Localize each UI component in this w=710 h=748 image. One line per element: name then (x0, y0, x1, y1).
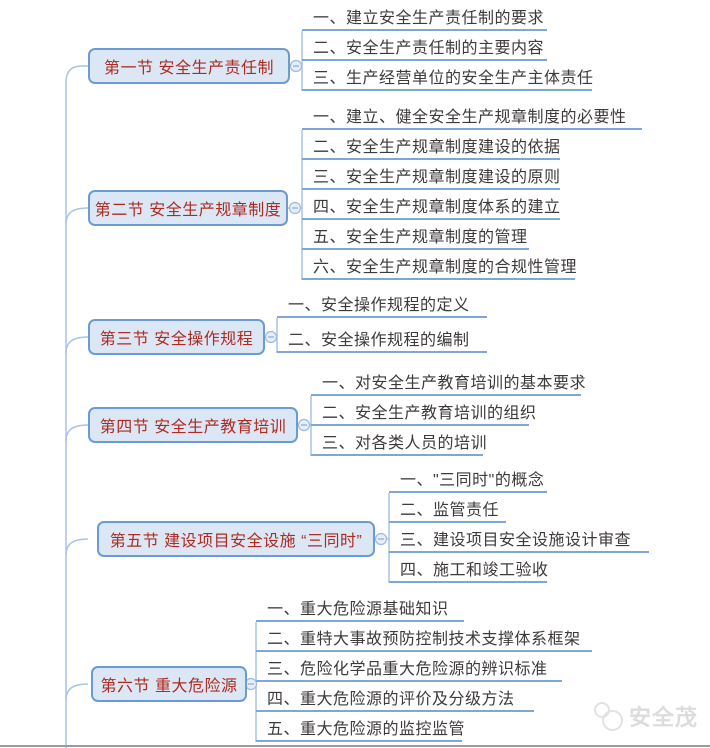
collapse-handle-icon[interactable] (374, 532, 388, 546)
bottom-divider (0, 745, 710, 747)
watermark-brand-text: 安全茂 (629, 705, 699, 730)
section-node-6[interactable]: 第六节 重大危险源 (91, 666, 247, 702)
group-spine-s3 (265, 318, 278, 353)
child-topic[interactable]: 三、对各类人员的培训 (311, 432, 487, 456)
child-topic[interactable]: 三、安全生产规章制度建设的原则 (302, 166, 560, 190)
child-topic[interactable]: 二、重特大事故预防控制技术支撑体系框架 (256, 628, 592, 652)
group-spine-s6 (247, 622, 257, 742)
child-topic[interactable]: 二、安全生产教育培训的组织 (311, 402, 536, 426)
branch-line (65, 538, 89, 556)
collapse-handle-icon[interactable] (289, 59, 303, 73)
child-topic[interactable]: 五、安全生产规章制度的管理 (302, 226, 529, 250)
child-topic[interactable]: 三、生产经营单位的安全生产主体责任 (302, 67, 593, 91)
collapse-handle-icon[interactable] (264, 330, 278, 344)
child-topic[interactable]: 二、监管责任 (389, 499, 506, 523)
child-topic[interactable]: 二、安全操作规程的编制 (277, 329, 487, 353)
group-spine-s1 (290, 31, 303, 91)
watermark-brand: 安全茂 (594, 700, 698, 732)
branch-line (65, 336, 89, 354)
child-topic[interactable]: 五、重大危险源的监控监管 (256, 718, 465, 742)
collapse-handle-icon[interactable] (297, 418, 311, 432)
mascot-logo-icon (594, 700, 624, 732)
section-node-2[interactable]: 第二节 安全生产规章制度 (88, 190, 288, 226)
main-spine-line (65, 65, 88, 748)
child-topic[interactable]: 三、建设项目安全设施设计审查 (389, 529, 649, 553)
section-node-1[interactable]: 第一节 安全生产责任制 (88, 48, 290, 84)
child-topic[interactable]: 一、对安全生产教育培训的基本要求 (311, 372, 586, 396)
child-topic[interactable]: 一、重大危险源基础知识 (256, 598, 464, 622)
child-topic[interactable]: 三、危险化学品重大危险源的辨识标准 (256, 658, 562, 682)
child-topic[interactable]: 六、安全生产规章制度的合规性管理 (302, 256, 577, 280)
child-topic[interactable]: 一、"三同时"的概念 (389, 469, 547, 493)
child-topic[interactable]: 一、建立安全生产责任制的要求 (302, 7, 547, 31)
section-node-4[interactable]: 第四节 安全生产教育培训 (88, 407, 298, 443)
child-topic[interactable]: 四、安全生产规章制度体系的建立 (302, 196, 560, 220)
branch-line (65, 424, 89, 442)
collapse-handle-icon[interactable] (244, 677, 258, 691)
section-node-3[interactable]: 第三节 安全操作规程 (88, 319, 265, 355)
child-topic[interactable]: 一、安全操作规程的定义 (277, 294, 487, 318)
branch-line (65, 683, 89, 701)
child-topic[interactable]: 四、重大危险源的评价及分级方法 (256, 688, 534, 712)
group-spine-s4 (298, 396, 312, 456)
group-spine-s2 (288, 130, 303, 280)
collapse-handle-icon[interactable] (288, 201, 302, 215)
child-topic[interactable]: 二、安全生产规章制度建设的依据 (302, 136, 560, 160)
section-node-5[interactable]: 第五节 建设项目安全设施 “三同时” (97, 521, 375, 557)
group-spine-s5 (375, 493, 390, 583)
child-topic[interactable]: 四、施工和竣工验收 (389, 559, 548, 583)
child-topic[interactable]: 二、安全生产责任制的主要内容 (302, 37, 547, 61)
branch-line (65, 207, 89, 225)
child-topic[interactable]: 一、建立、健全安全生产规章制度的必要性 (302, 106, 642, 130)
